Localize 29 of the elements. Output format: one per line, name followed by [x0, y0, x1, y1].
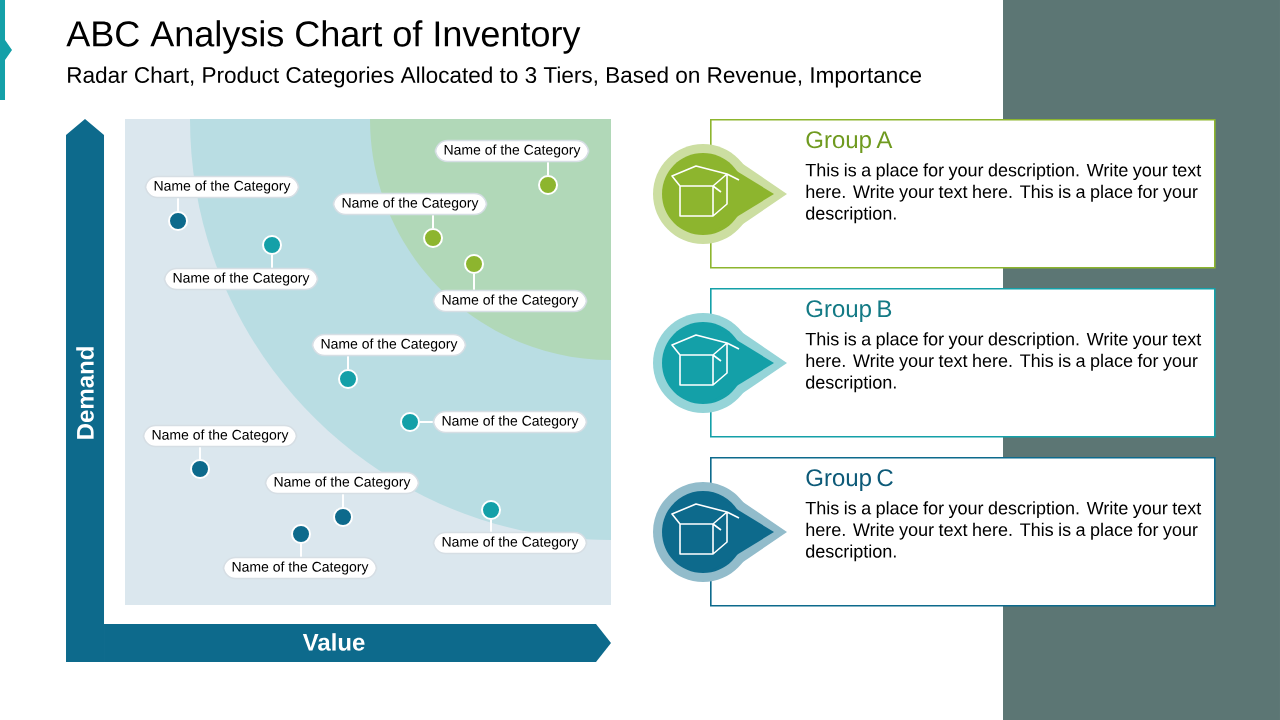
category-label: Name of the Category — [163, 267, 319, 291]
category-label: Name of the Category — [434, 139, 590, 163]
category-label: Name of the Category — [432, 531, 588, 555]
category-label: Name of the Category — [222, 556, 378, 580]
group-box: Group C This is a place for your description. Write your text here. Write your text here. This is a place for your description. — [710, 457, 1216, 607]
category-label: Name of the Category — [432, 410, 588, 434]
value-axis: Value — [104, 624, 611, 662]
category-label: Name of the Category — [142, 424, 298, 448]
group-box: Group B This is a place for your description. Write your text here. Write your text here. This is a place for your description. — [710, 288, 1216, 438]
category-label: Name of the Category — [432, 289, 588, 313]
leader-line — [419, 421, 434, 423]
demand-axis: Demand — [66, 119, 104, 662]
category-label: Name of the Category — [144, 175, 300, 199]
category-label: Name of the Category — [264, 471, 420, 495]
leader-line — [547, 161, 549, 176]
group-box: Group A This is a place for your description. Write your text here. Write your text here. This is a place for your description. — [710, 119, 1216, 269]
title: ABC Analysis Chart of Inventory — [66, 20, 581, 54]
leader-line — [342, 493, 344, 508]
leader-line — [473, 273, 475, 291]
category-label: Name of the Category — [332, 192, 488, 216]
leader-line — [300, 543, 302, 558]
leader-line — [347, 355, 349, 370]
leader-line — [199, 446, 201, 460]
leader-line — [271, 254, 273, 269]
leader-line — [432, 214, 434, 229]
category-label: Name of the Category — [311, 333, 467, 357]
leader-line — [490, 519, 492, 533]
leader-line — [177, 197, 179, 212]
subtitle: Radar Chart, Product Categories Allocated to 3 Tiers, Based on Revenue, Importance — [68, 66, 922, 88]
